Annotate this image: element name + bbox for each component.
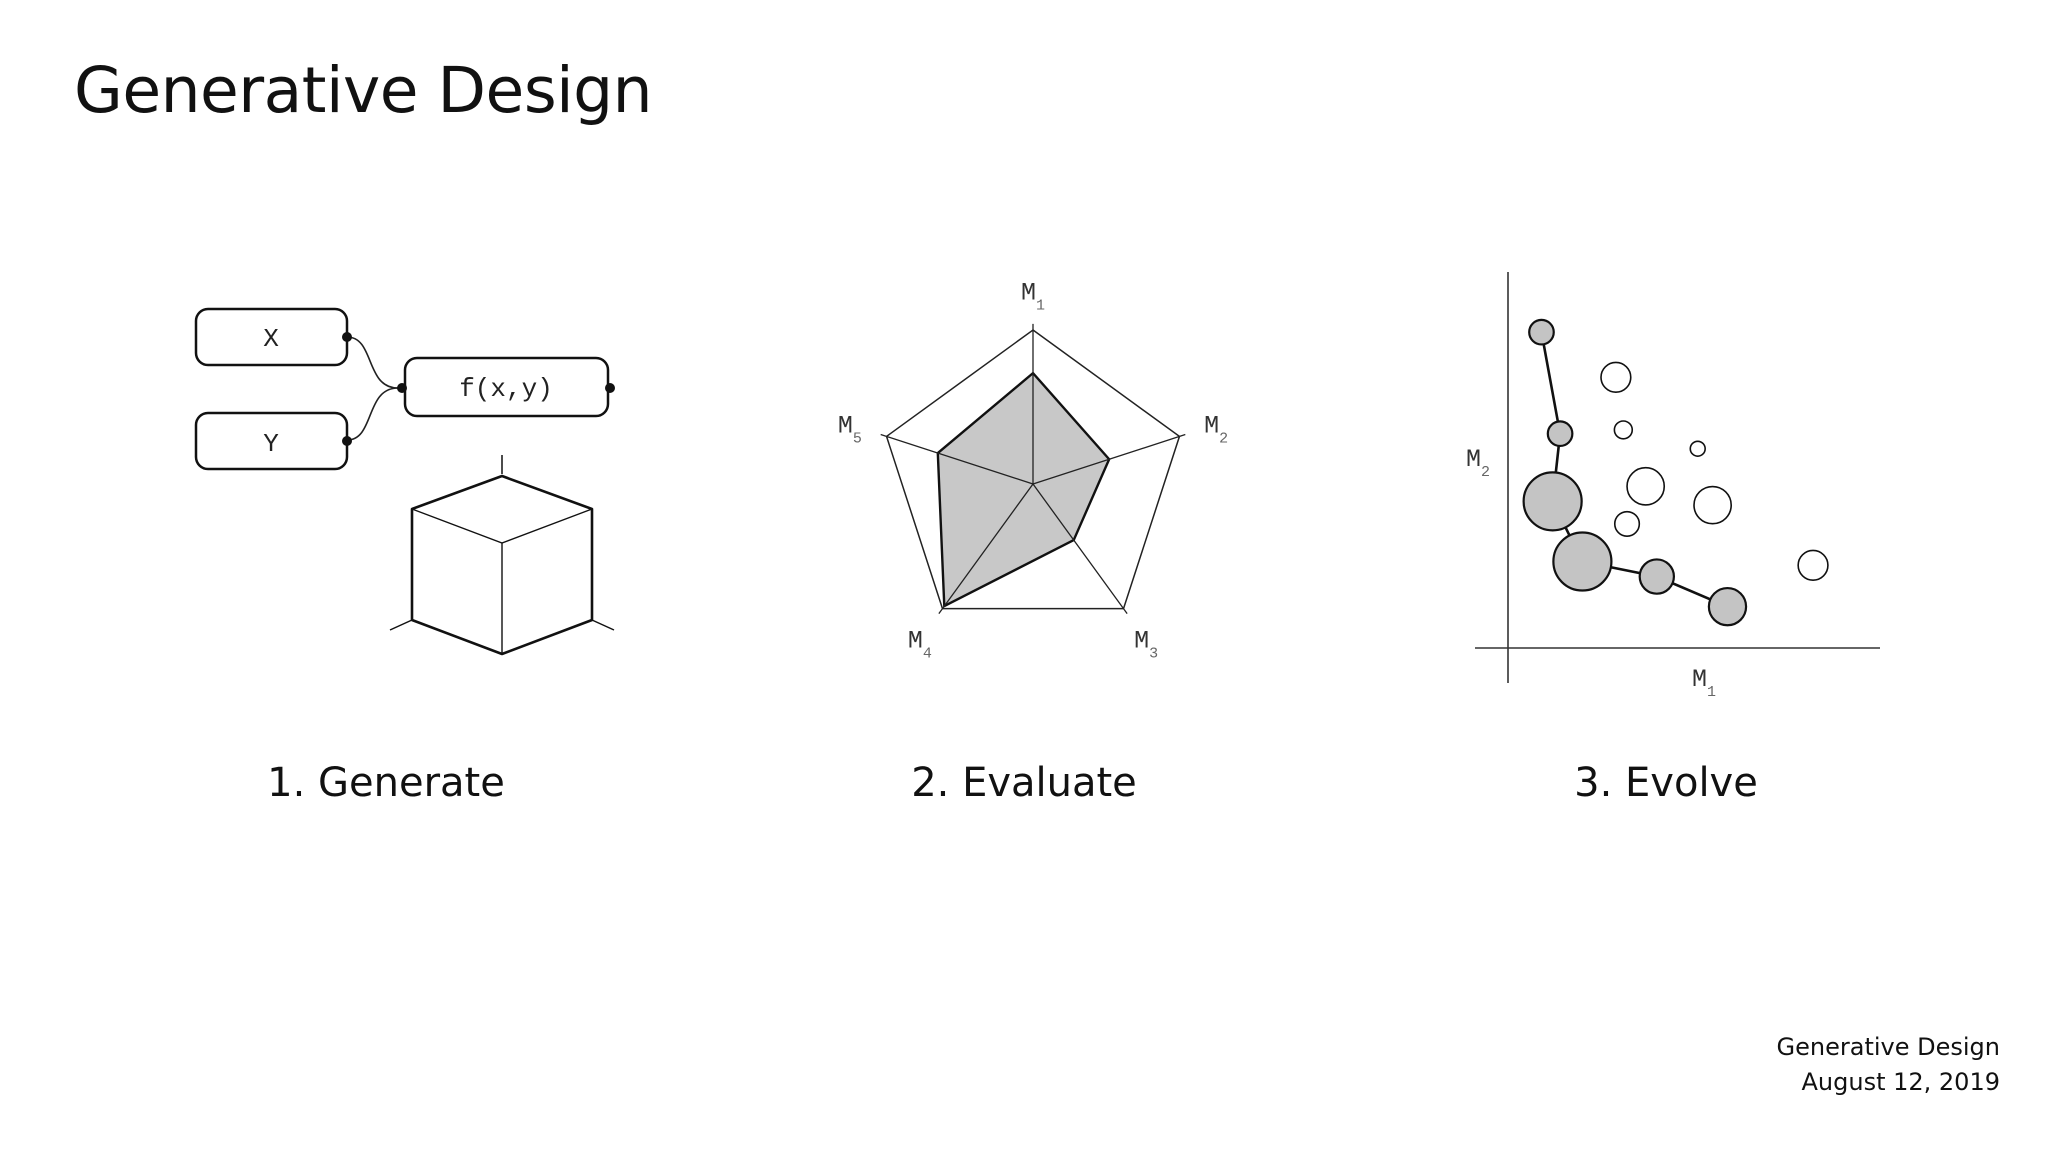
cube-icon [389, 455, 615, 656]
radar-axis-3 [1032, 483, 1128, 614]
radar-axis-4 [938, 483, 1034, 614]
pareto-point-5 [1638, 558, 1676, 595]
radar-axis-label-1: M1 [1021, 279, 1045, 315]
candidate-point-2 [1613, 420, 1634, 440]
radar-score-area [936, 371, 1111, 608]
step-caption-evaluate: 2. Evaluate [911, 760, 1137, 806]
input-node-x-label: X [263, 324, 279, 354]
radar-axis-label-4: M4 [908, 627, 932, 663]
radar-frame [885, 329, 1181, 610]
pareto-plot: M1 M2 [1466, 272, 1880, 701]
pareto-point-2 [1546, 420, 1574, 448]
pareto-point-3 [1522, 471, 1583, 532]
page-title: Generative Design [74, 54, 653, 127]
candidate-point-3 [1689, 440, 1706, 457]
candidate-point-7 [1797, 549, 1829, 581]
step-caption-generate: 1. Generate [267, 760, 505, 806]
radar-axis-label-5: M5 [838, 412, 862, 448]
input-node-y: Y [194, 411, 352, 471]
candidate-point-1 [1600, 361, 1632, 393]
footer-date: August 12, 2019 [1801, 1068, 2001, 1096]
radar-axis-label-3: M3 [1134, 627, 1158, 663]
footer-title: Generative Design [1776, 1033, 2000, 1061]
radar-axis-5 [880, 433, 1034, 485]
connector-y [346, 387, 399, 441]
step-caption-evolve: 3. Evolve [1574, 760, 1758, 806]
pareto-point-1 [1528, 318, 1555, 346]
pareto-point-6 [1707, 586, 1748, 627]
radar-axis-label-2: M2 [1204, 412, 1228, 448]
function-node-label: f(x,y) [459, 374, 553, 404]
function-node: f(x,y) [397, 356, 615, 418]
candidate-point-4 [1626, 466, 1666, 506]
y-axis-label: M2 [1466, 445, 1490, 481]
input-node-x: X [194, 307, 352, 367]
generate-diagram: X Y f(x,y) [194, 307, 615, 656]
candidate-point-6 [1613, 510, 1641, 537]
connector-x [346, 336, 399, 389]
input-node-y-label: Y [263, 429, 279, 459]
pareto-point-4 [1552, 531, 1613, 592]
x-axis-label: M1 [1692, 665, 1716, 701]
candidate-point-5 [1693, 485, 1733, 525]
radar-axis-2 [1032, 433, 1186, 485]
footer: Generative Design August 12, 2019 [1777, 1030, 2000, 1100]
